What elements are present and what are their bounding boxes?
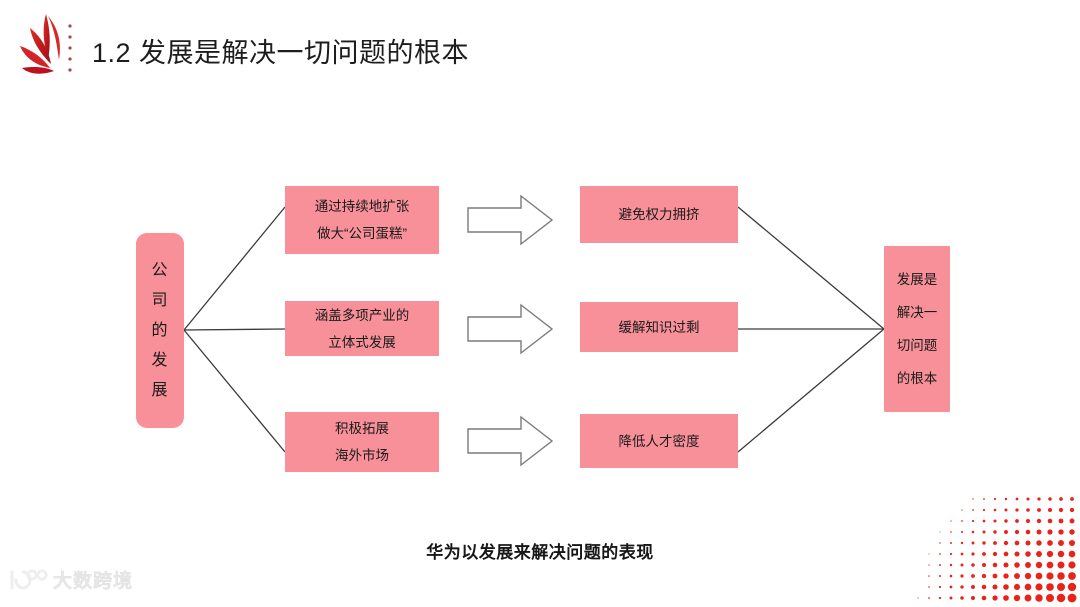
node-text-line: 做大“公司蛋糕” — [317, 226, 407, 241]
node-text-line: 的根本 — [896, 371, 938, 386]
node-char: 公 — [151, 261, 169, 279]
node-text-line: 通过持续地扩张 — [314, 199, 410, 214]
node-outcome-3[interactable]: 降低人才密度 — [580, 414, 738, 468]
node-char: 发 — [151, 351, 169, 369]
block-arrow-right-icon — [467, 415, 554, 467]
node-char: 司 — [151, 291, 169, 309]
node-outcome-1[interactable]: 避免权力拥挤 — [580, 186, 738, 243]
block-arrow-right-icon — [467, 303, 554, 355]
page-title: 1.2 发展是解决一切问题的根本 — [92, 38, 470, 68]
node-strategy-1[interactable]: 通过持续地扩张 做大“公司蛋糕” — [285, 186, 439, 254]
block-arrow-right-icon — [467, 194, 554, 246]
node-char: 展 — [151, 381, 169, 399]
node-text-line: 解决一 — [896, 305, 938, 320]
node-text-line: 避免权力拥挤 — [618, 207, 700, 222]
node-strategy-3[interactable]: 积极拓展 海外市场 — [285, 412, 439, 472]
node-outcome-2[interactable]: 缓解知识过剩 — [580, 302, 738, 352]
node-text-line: 降低人才密度 — [618, 433, 700, 449]
node-text-line: 海外市场 — [335, 448, 389, 463]
node-text-line: 涵盖多项产业的 — [314, 307, 410, 323]
diagram-caption: 华为以发展来解决问题的表现 — [426, 543, 654, 562]
dashujingjing-logo-icon — [10, 569, 48, 589]
node-text-line: 立体式发展 — [328, 334, 396, 350]
huawei-flower-logo-icon — [20, 14, 72, 74]
node-goal-development[interactable]: 发展是 解决一 切问题 的根本 — [884, 246, 950, 412]
node-char: 的 — [151, 321, 169, 339]
node-text-line: 积极拓展 — [335, 421, 389, 436]
node-strategy-2[interactable]: 涵盖多项产业的 立体式发展 — [285, 301, 439, 356]
node-text-line: 缓解知识过剩 — [618, 319, 700, 335]
node-text-line: 切问题 — [896, 338, 938, 353]
watermark: 大数跨境 — [8, 566, 133, 593]
node-company-development[interactable]: 公 司 的 发 展 — [136, 233, 184, 428]
watermark-text: 大数跨境 — [53, 571, 134, 592]
node-text-line: 发展是 — [896, 272, 938, 287]
